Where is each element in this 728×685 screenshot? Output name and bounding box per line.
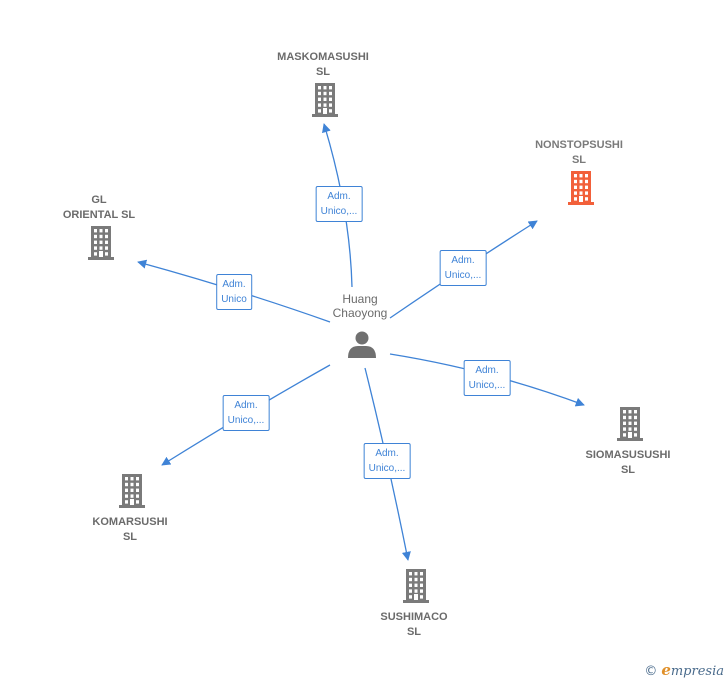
- person-icon[interactable]: [348, 331, 376, 359]
- role-badge-siomasusushi[interactable]: Adm. Unico,...: [463, 360, 511, 396]
- building-icon[interactable]: [119, 474, 145, 508]
- company-name-sushimaco[interactable]: SUSHIMACO SL: [380, 611, 448, 638]
- company-name-komarsushi[interactable]: KOMARSUSHI SL: [92, 516, 168, 543]
- role-badge-maskomasushi[interactable]: Adm. Unico,...: [315, 186, 363, 222]
- brand-initial: e: [661, 661, 671, 679]
- building-icon[interactable]: [88, 226, 114, 260]
- building-icon[interactable]: [617, 407, 643, 441]
- person-name[interactable]: Huang Chaoyong: [332, 292, 388, 320]
- company-name-maskomasushi[interactable]: MASKOMASUSHI SL: [277, 51, 369, 78]
- copyright-icon: ©: [644, 664, 658, 679]
- role-badge-sushimaco[interactable]: Adm. Unico,...: [363, 443, 411, 479]
- role-badge-komarsushi[interactable]: Adm. Unico,...: [222, 395, 270, 431]
- company-name-gl-oriental[interactable]: GL ORIENTAL SL: [62, 194, 136, 221]
- role-badge-nonstopsushi[interactable]: Adm. Unico,...: [439, 250, 487, 286]
- company-name-nonstopsushi[interactable]: NONSTOPSUSHI SL: [535, 139, 623, 166]
- building-icon[interactable]: [403, 569, 429, 603]
- role-badge-gl-oriental[interactable]: Adm. Unico: [216, 274, 252, 310]
- empresia-watermark: ©empresia: [644, 661, 724, 679]
- building-icon[interactable]: [568, 171, 594, 205]
- company-name-siomasusushi[interactable]: SIOMASUSUSHI SL: [585, 449, 671, 476]
- building-icon[interactable]: [312, 83, 338, 117]
- brand-name: mpresia: [670, 664, 724, 679]
